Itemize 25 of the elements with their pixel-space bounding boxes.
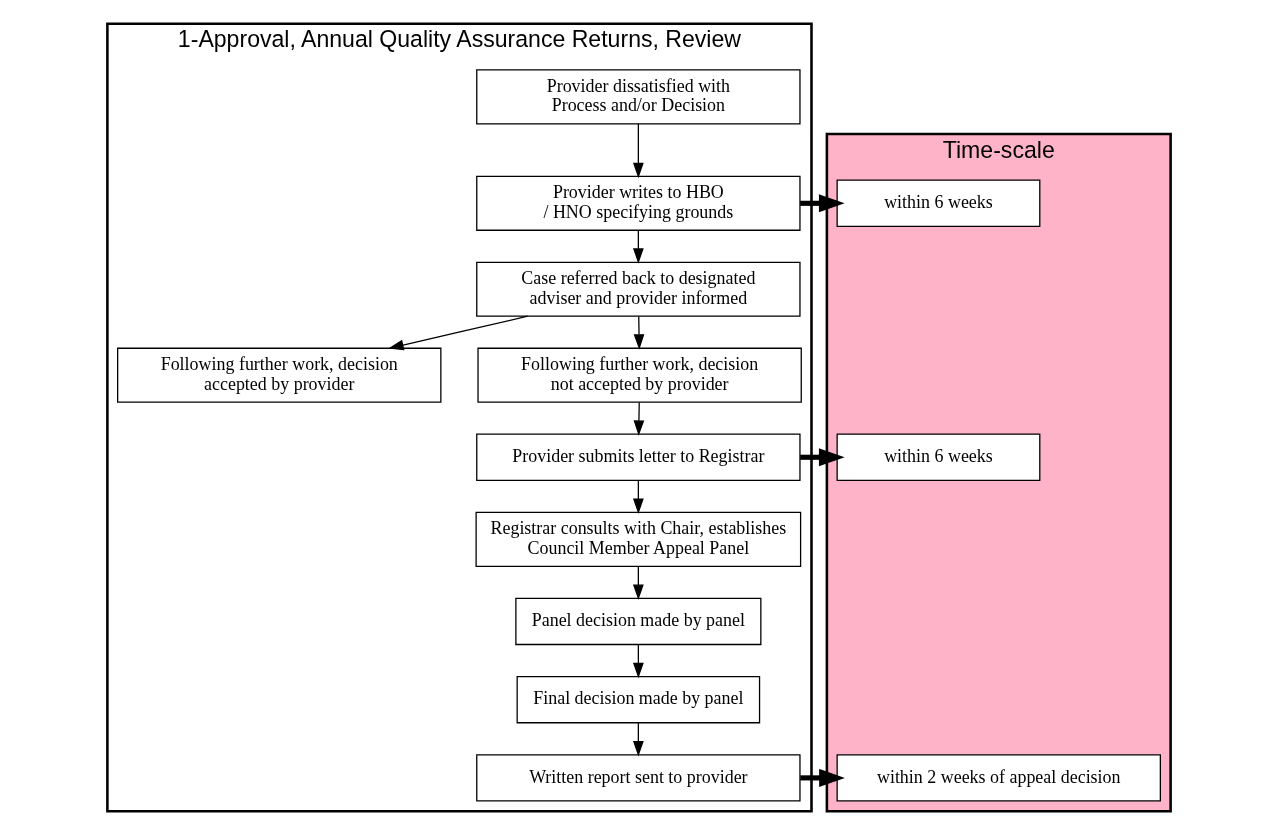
arrow [388, 315, 529, 351]
node-box: Registrar consults with Chair, establishes Council Member Appeal Panel [475, 511, 802, 567]
arrow [632, 643, 644, 679]
arrow [632, 566, 644, 600]
arrow [633, 315, 645, 350]
node-box: Final decision made by panel [516, 675, 761, 724]
node-box: within 2 weeks of appeal decision [836, 754, 1161, 802]
node-box: within 6 weeks [836, 179, 1041, 228]
arrow [800, 194, 845, 213]
arrow [800, 768, 845, 787]
node-box: Panel decision made by panel [515, 597, 762, 646]
node-box: Provider submits letter to Registrar [476, 433, 801, 481]
arrow [632, 229, 644, 264]
arrow [633, 401, 645, 436]
arrow [632, 722, 644, 757]
node-box: Provider writes to HBO / HNO specifying grounds [476, 175, 801, 231]
arrow [632, 123, 644, 179]
node-box: Provider dissatisfied with Process and/or Decision [476, 69, 801, 125]
arrow [800, 448, 845, 467]
node-box: Written report sent to provider [476, 754, 801, 802]
node-box: within 6 weeks [836, 433, 1041, 481]
node-box: Case referred back to designated adviser and provider informed [476, 261, 801, 317]
node-box: Following further work, decision not accepted by provider [477, 347, 802, 403]
arrow [632, 480, 644, 515]
node-box: Following further work, decision accepted by provider [117, 347, 442, 403]
